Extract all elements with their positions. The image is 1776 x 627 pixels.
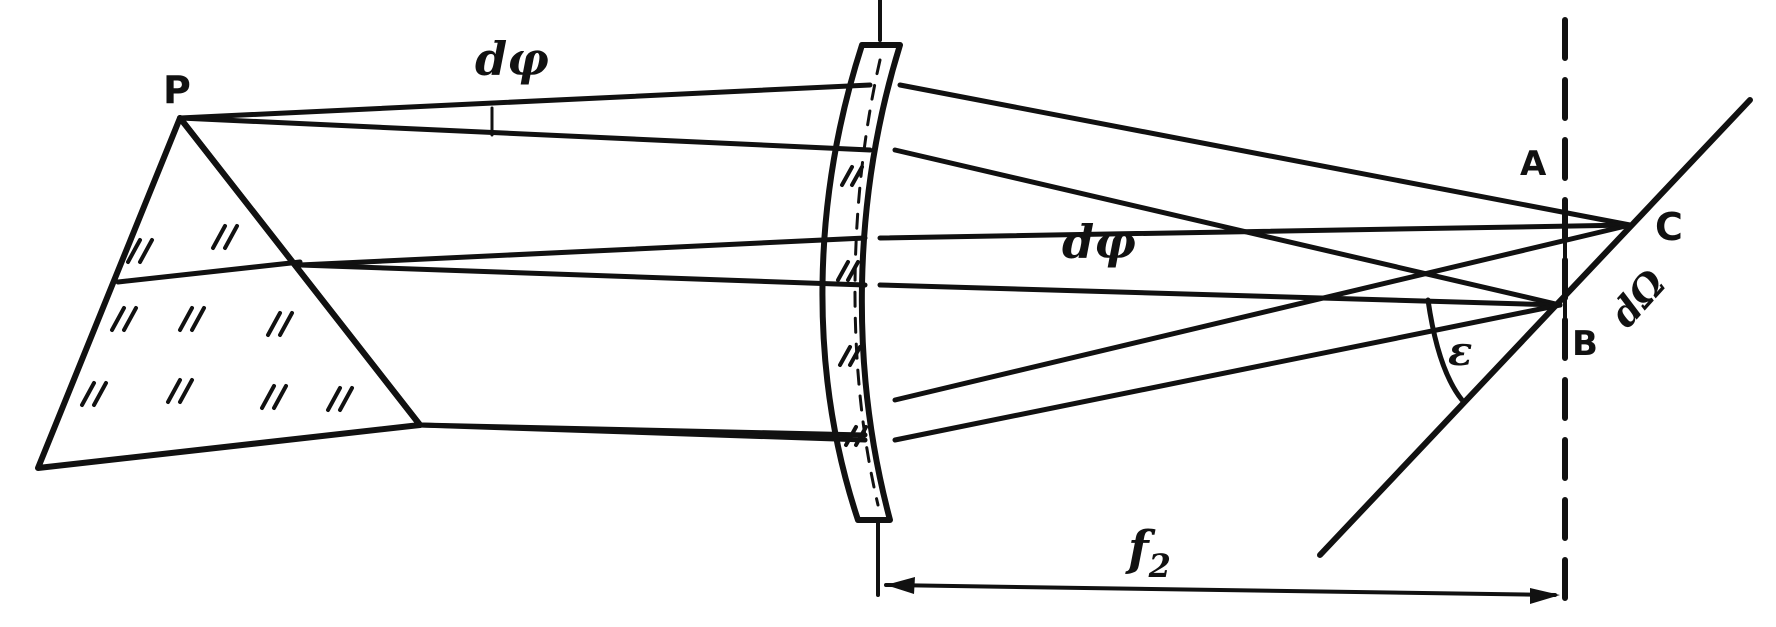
outgoing-rays (877, 82, 1633, 443)
label-dphi-top: dφ (475, 32, 549, 86)
label-epsilon: ε (1448, 328, 1472, 375)
tilted-image-plane (1317, 97, 1753, 558)
label-dphi-mid: dφ (1062, 215, 1136, 269)
lens-center-line (853, 58, 882, 507)
prism-hatching (80, 224, 354, 412)
ray-top-2 (177, 115, 873, 153)
ray-out-1 (897, 82, 1633, 228)
label-f2: f2 (1125, 521, 1171, 585)
lens-hatching (836, 165, 868, 447)
label-domega: dΩ (1601, 261, 1675, 336)
label-p: P (163, 68, 191, 112)
prism-interface (115, 259, 303, 285)
ray-bot-2 (417, 422, 868, 443)
f2-dimension-line (884, 583, 1557, 597)
ray-out-2 (892, 147, 1563, 308)
incoming-rays (177, 82, 873, 443)
label-a: A (1520, 144, 1547, 184)
ray-out-3 (877, 222, 1633, 241)
label-c: C (1655, 205, 1683, 249)
ray-mid-1 (297, 235, 868, 268)
prism-outline (35, 115, 423, 471)
ray-top-1 (177, 82, 873, 121)
ray-out-4 (877, 282, 1563, 308)
prism-internal-edge (177, 115, 423, 428)
f2-arrow-right (1530, 588, 1560, 604)
lens-outline (819, 42, 903, 523)
ray-out-5 (892, 222, 1633, 403)
prism (35, 115, 423, 471)
ray-mid-2 (297, 262, 868, 288)
epsilon-arc (1425, 297, 1465, 403)
lens (819, 42, 903, 523)
f2-dimension (884, 577, 1560, 604)
ray-out-6 (892, 302, 1563, 443)
f2-arrow-left (886, 577, 915, 594)
label-b: B (1572, 324, 1598, 364)
